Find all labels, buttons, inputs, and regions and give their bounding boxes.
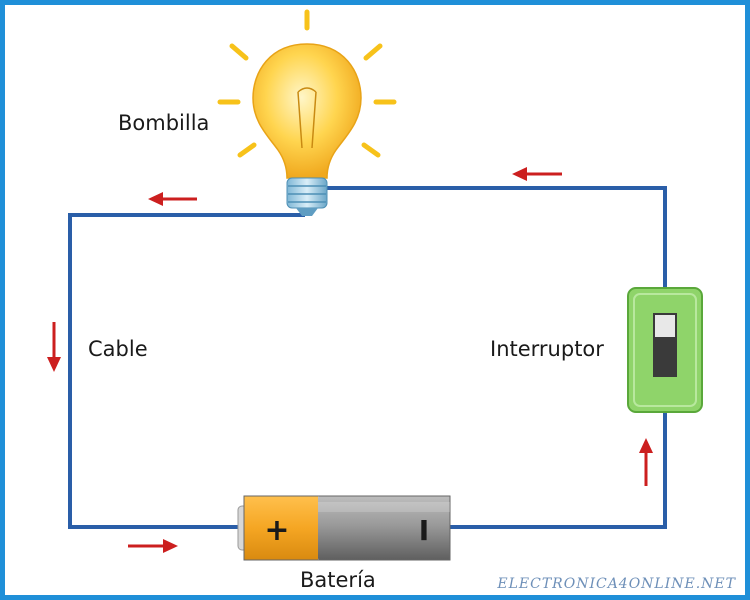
battery-positive-sign: + [264, 513, 289, 548]
circuit-wire-bottom-right [450, 410, 667, 529]
arrow-right-icon [128, 539, 178, 553]
wire-label: Cable [88, 337, 148, 361]
circuit-wire-top-right [320, 186, 667, 290]
bulb-label: Bombilla [118, 111, 210, 135]
switch-label: Interruptor [490, 337, 604, 361]
circuit-wire [68, 213, 305, 529]
arrow-up-icon [639, 438, 653, 486]
light-rays-icon [217, 9, 397, 158]
arrow-left-icon [148, 192, 197, 206]
battery-label: Batería [300, 568, 376, 592]
watermark: ELECTRONICA4ONLINE.NET [497, 576, 736, 592]
battery-negative-sign: I [419, 514, 429, 547]
arrow-down-icon [47, 322, 61, 372]
battery-icon [237, 495, 451, 561]
light-bulb-icon [252, 43, 362, 216]
arrow-left-icon [512, 167, 562, 181]
switch-icon [627, 287, 703, 413]
current-arrows [47, 167, 653, 553]
